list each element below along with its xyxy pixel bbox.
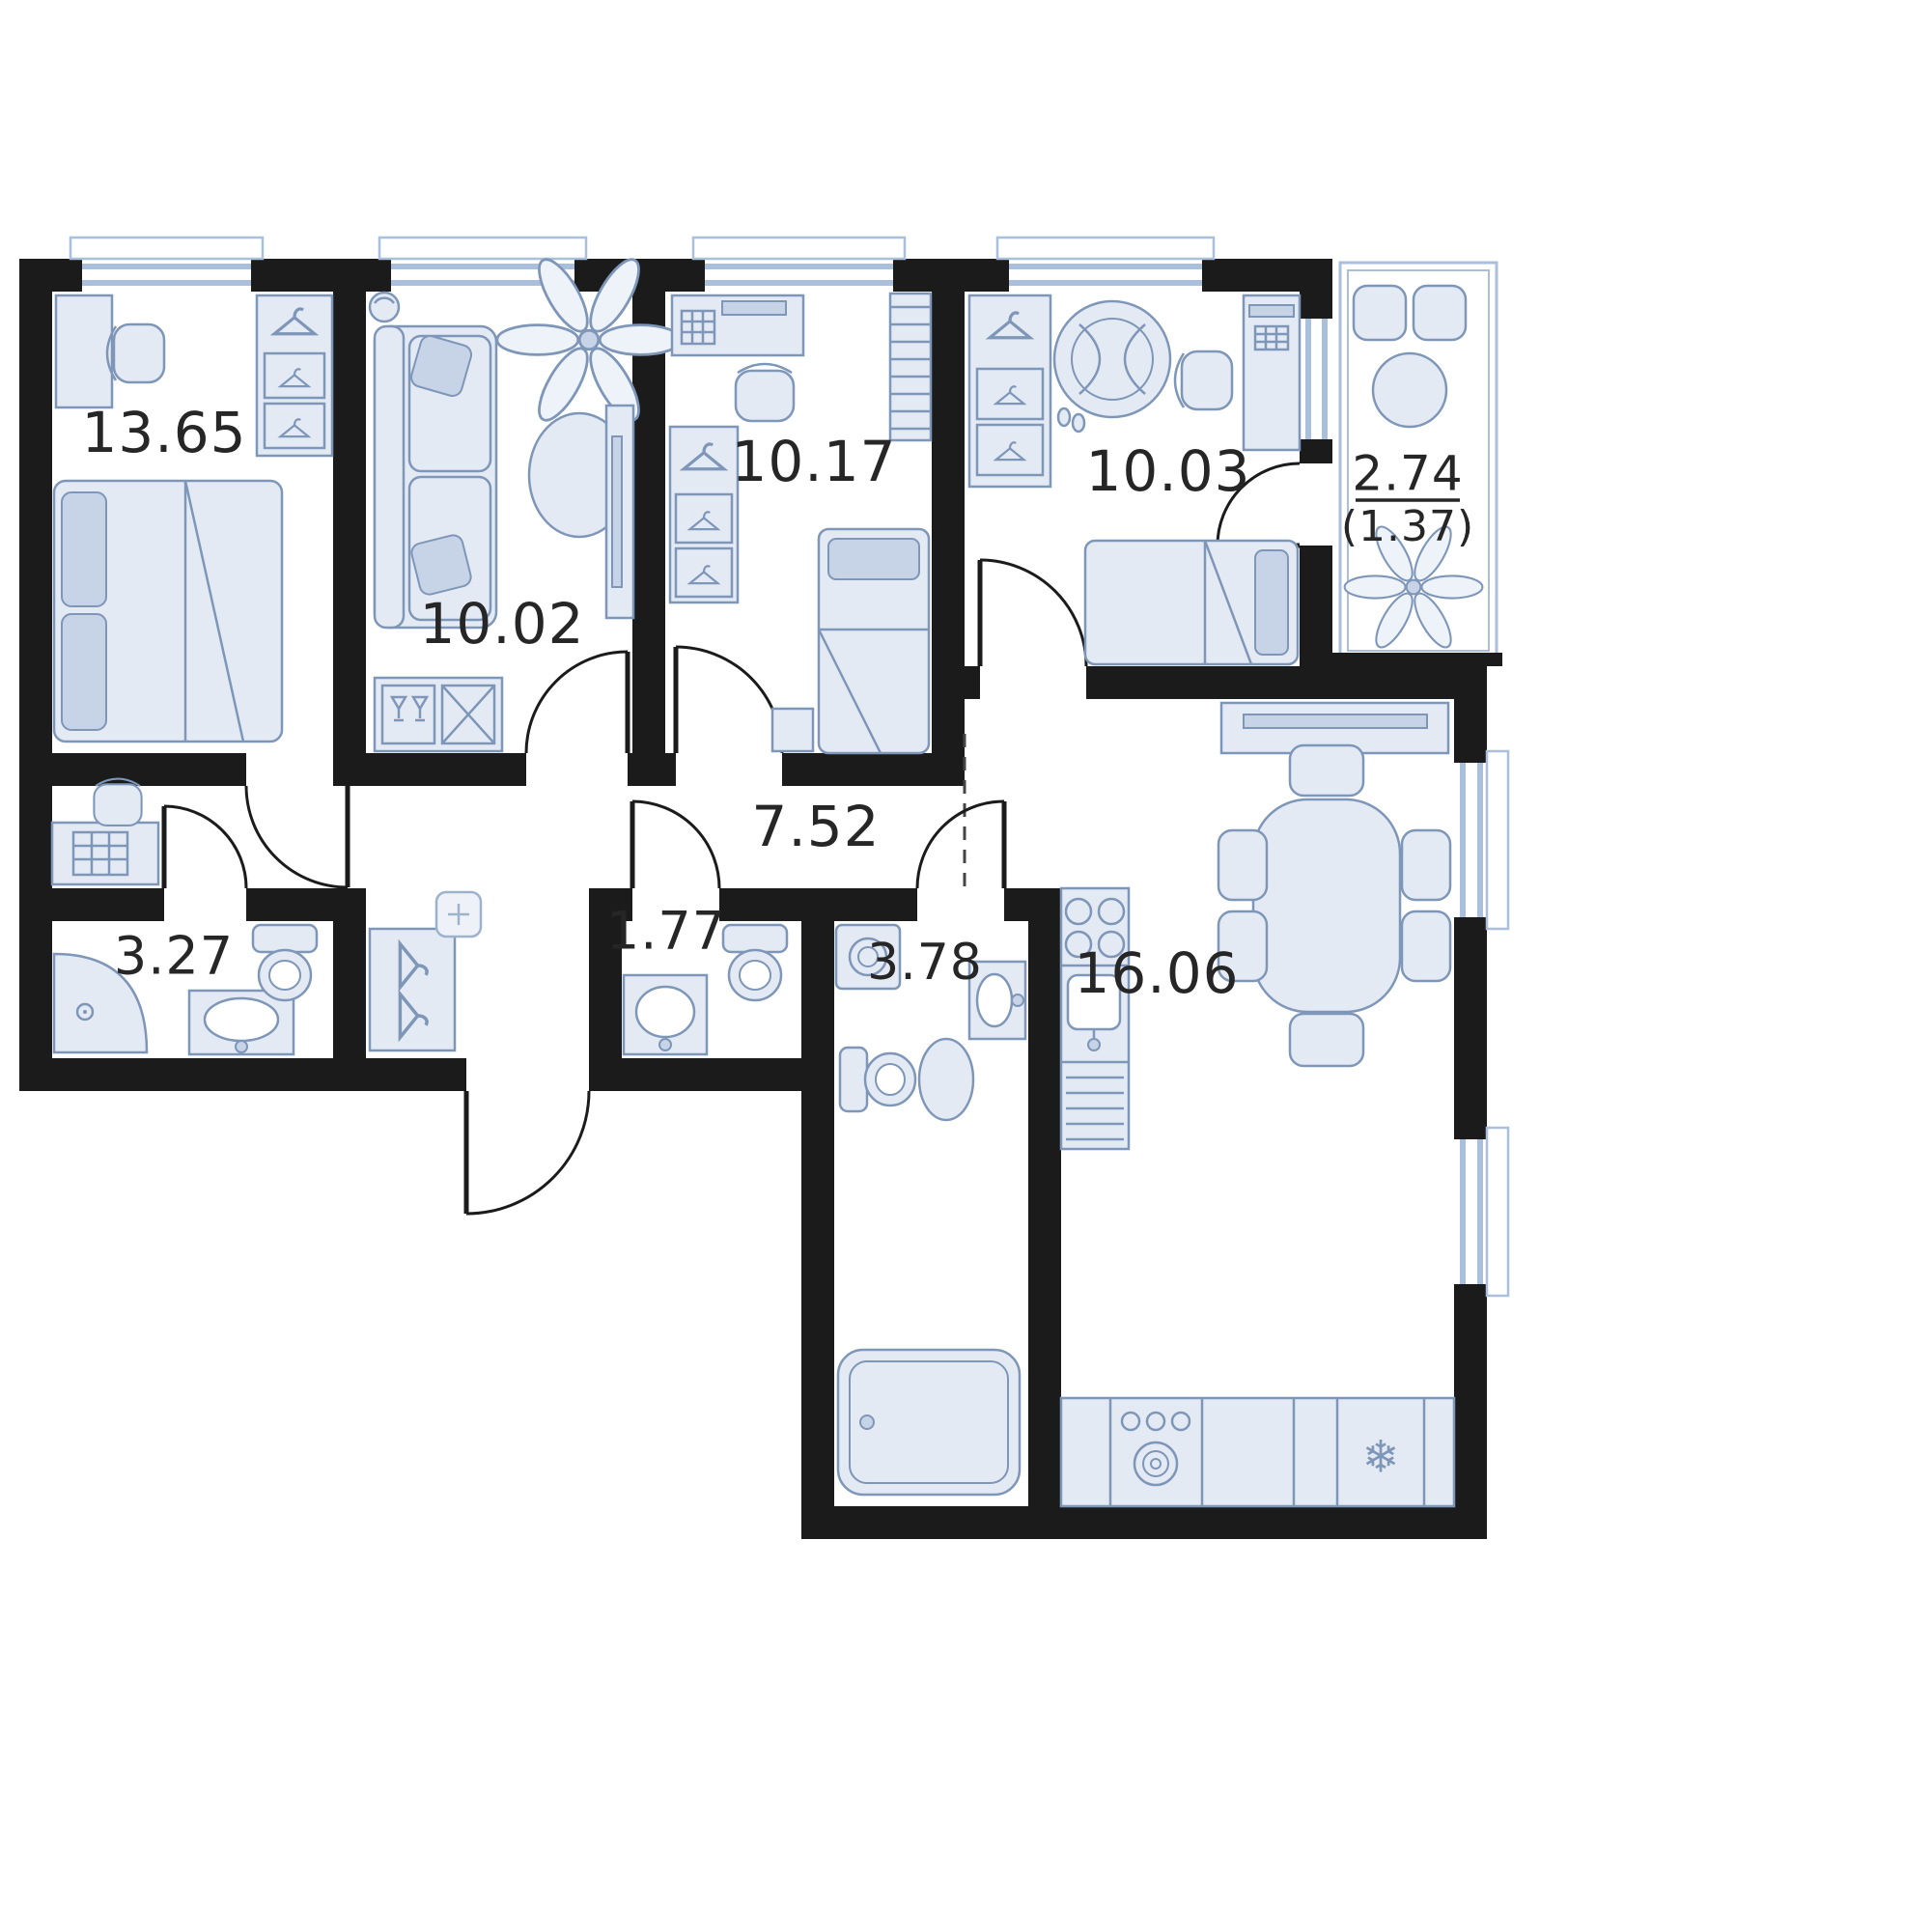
kitchen-counter-bottom: ❄ <box>1059 1396 1456 1508</box>
window <box>1460 1126 1510 1298</box>
living-room-furniture <box>368 251 683 753</box>
bedroom-2-furniture <box>668 292 933 755</box>
dining-table <box>1251 798 1402 1014</box>
window <box>995 236 1216 286</box>
single-bed <box>1083 539 1300 666</box>
wardrobe <box>255 294 334 458</box>
balcony-chair <box>1412 284 1468 342</box>
office-chair-icon <box>1173 350 1234 411</box>
room-area-label-living-room: 10.02 <box>419 591 584 657</box>
dining-chair <box>1288 1012 1365 1068</box>
dresser <box>54 294 114 409</box>
round-armchair <box>1052 299 1172 419</box>
double-bed <box>52 479 284 743</box>
window <box>378 236 588 286</box>
dish-rack <box>1066 1076 1124 1141</box>
room-area-label-hallway: 7.52 <box>751 794 880 859</box>
hall-wardrobe <box>368 927 457 1052</box>
door-bedroom-3 <box>977 558 1088 667</box>
single-bed <box>817 527 931 755</box>
window <box>691 236 907 286</box>
washbasin <box>187 989 295 1056</box>
toilet <box>838 1046 917 1113</box>
room-labels: 13.65 10.02 10.17 10.03 2.74 (1.37) 7.52… <box>81 400 1474 1006</box>
dining-chair <box>1288 743 1365 798</box>
room-area-label-bedroom-1: 13.65 <box>81 400 246 465</box>
wardrobe <box>668 425 740 604</box>
washbasin <box>967 960 1027 1041</box>
kitchen-sink <box>1066 973 1122 1051</box>
room-area-label-kitchen: 16.06 <box>1074 940 1239 1006</box>
room-area-label-bedroom-3: 10.03 <box>1085 438 1250 504</box>
dining-chair <box>1217 828 1269 902</box>
desk <box>1242 294 1302 452</box>
washbasin <box>622 973 709 1056</box>
room-area-label-balcony-reduced: (1.37) <box>1341 502 1474 551</box>
room-area-label-bathroom-2: 3.78 <box>867 934 983 992</box>
room-area-label-bedroom-2: 10.17 <box>731 429 896 494</box>
window <box>69 236 265 286</box>
kitchen-furniture: ❄ <box>1059 701 1456 1508</box>
door-bedroom-2 <box>673 645 784 754</box>
robot-vacuum-icon <box>368 291 401 323</box>
door-bathroom-2 <box>915 799 1007 889</box>
bath-mat <box>917 1037 975 1122</box>
room-area-label-balcony: 2.74 <box>1352 446 1463 502</box>
room-area-label-bathroom-1: 3.27 <box>114 926 234 987</box>
toilet <box>251 923 319 1002</box>
window <box>1460 749 1510 931</box>
bathtub <box>836 1348 1022 1497</box>
office-chair-icon <box>105 322 166 384</box>
washing-machine <box>834 923 902 991</box>
office-chair-icon <box>734 362 796 423</box>
stove-burners <box>1064 897 1126 959</box>
balcony-room-window <box>1305 319 1328 439</box>
door-living-room <box>524 650 630 754</box>
dining-chair <box>1217 910 1269 983</box>
office-chair-icon <box>93 777 143 826</box>
bedroom-1-furniture <box>52 294 334 743</box>
windows-top <box>69 236 1216 286</box>
bathroom-2-fixtures <box>834 923 1027 1497</box>
sideboard <box>373 676 504 753</box>
interior-walls <box>19 259 1487 1539</box>
tv-stand <box>604 404 635 620</box>
outer-walls <box>19 259 1487 1539</box>
door-wc <box>630 799 721 889</box>
balcony-glazing <box>1332 261 1502 666</box>
dining-chair <box>1400 910 1452 983</box>
balcony-chair <box>1352 284 1408 342</box>
balcony-furniture <box>1343 284 1484 654</box>
slippers-icon <box>1056 406 1086 434</box>
desk <box>670 294 805 357</box>
door-bedroom-1 <box>244 785 350 889</box>
pouf <box>434 890 483 938</box>
wardrobe <box>967 294 1052 489</box>
sofa <box>373 324 498 630</box>
oven <box>1120 1411 1191 1487</box>
bedroom-3-furniture <box>967 294 1302 666</box>
kitchen-counter-left <box>1059 886 1131 1151</box>
bathroom-1-fixtures <box>52 923 319 1056</box>
hallway-furniture <box>50 777 483 1052</box>
balcony-table <box>1371 351 1448 429</box>
door-bathroom-1 <box>161 804 248 889</box>
ladder-rack <box>888 292 933 442</box>
toilet <box>721 923 789 1002</box>
wc-fixtures <box>622 923 789 1056</box>
fridge-snowflake-icon: ❄ <box>1362 1431 1400 1483</box>
entry-door <box>463 1090 591 1216</box>
corner-shower <box>52 952 149 1054</box>
dining-chair <box>1400 828 1452 902</box>
room-area-label-wc: 1.77 <box>606 901 726 962</box>
hall-desk <box>50 821 160 886</box>
nightstand <box>770 707 815 753</box>
windows-right <box>1460 749 1510 1298</box>
